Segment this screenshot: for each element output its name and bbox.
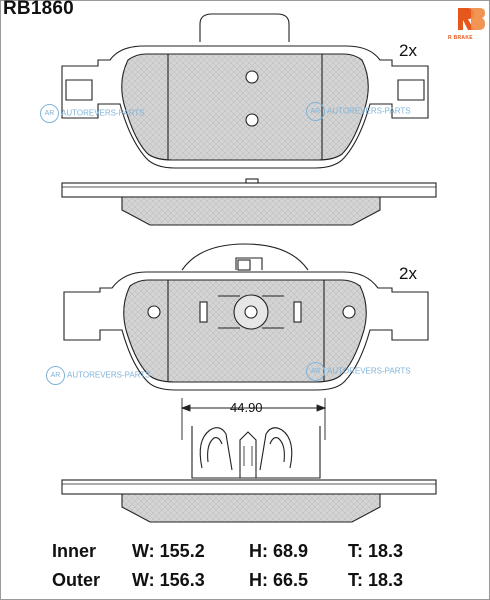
spring-clip [191, 426, 321, 479]
watermark-badge-icon: AR [40, 104, 59, 123]
dimension-label: 44.90 [230, 400, 263, 415]
logo-mark-icon [458, 8, 485, 30]
bottom-side-friction [121, 493, 381, 523]
bottom-pad-slot-right [293, 301, 302, 323]
top-pad-front-view [61, 13, 429, 169]
top-pad-ear-left [65, 79, 93, 101]
top-pad-ear-right [397, 79, 425, 101]
spec-label: Inner [52, 541, 97, 561]
top-pad-hole-lower [245, 113, 259, 127]
part-number: RB1860 [3, 0, 74, 19]
quantity-bottom: 2x [399, 264, 417, 283]
spec-height: H: 68.9 [249, 541, 309, 561]
spec-width: W: 156.3 [132, 570, 205, 590]
top-side-friction [121, 196, 381, 226]
top-pad-backplate [61, 45, 429, 169]
spec-height: H: 66.5 [249, 570, 309, 590]
brand-logo: R BRAKE [448, 4, 486, 42]
top-side-backplate [61, 182, 437, 198]
bottom-pad-hole-right [342, 305, 356, 319]
top-pad-friction [121, 53, 369, 161]
bottom-side-backplate [61, 479, 437, 495]
top-pad-clip-tab [199, 13, 290, 42]
watermark-text: AUTOREVERS-PARTS [327, 366, 411, 376]
bottom-pad-hole-left [147, 305, 161, 319]
spec-label: Outer [52, 570, 101, 590]
spec-thickness: T: 18.3 [348, 541, 404, 561]
watermark-badge-icon: AR [306, 362, 325, 381]
watermark-text: AUTOREVERS-PARTS [67, 370, 151, 380]
watermark-text: AUTOREVERS-PARTS [61, 108, 145, 118]
bottom-pad-clip-tab [235, 257, 263, 270]
top-pad-hole-upper [245, 70, 259, 84]
spec-thickness: T: 18.3 [348, 570, 404, 590]
top-side-tab [245, 178, 259, 184]
dimension-44-90 [180, 398, 327, 440]
bottom-pad-friction [123, 279, 367, 383]
spec-width: W: 155.2 [132, 541, 205, 561]
bottom-pad-backplate [63, 271, 429, 391]
logo-brand-text: R BRAKE [448, 35, 473, 41]
bottom-pad-top-arch [181, 243, 309, 271]
bottom-pad-side-view [61, 479, 437, 523]
watermark-text: AUTOREVERS-PARTS [327, 106, 411, 116]
bottom-pad-slot-left [199, 301, 208, 323]
watermark-badge-icon: AR [46, 366, 65, 385]
quantity-top: 2x [399, 41, 417, 60]
watermark-badge-icon: AR [306, 102, 325, 121]
bottom-pad-clip-square [237, 259, 251, 271]
top-pad-side-view [61, 178, 437, 226]
bottom-pad-center-hole [244, 305, 258, 319]
bottom-pad-front-view [63, 243, 429, 391]
